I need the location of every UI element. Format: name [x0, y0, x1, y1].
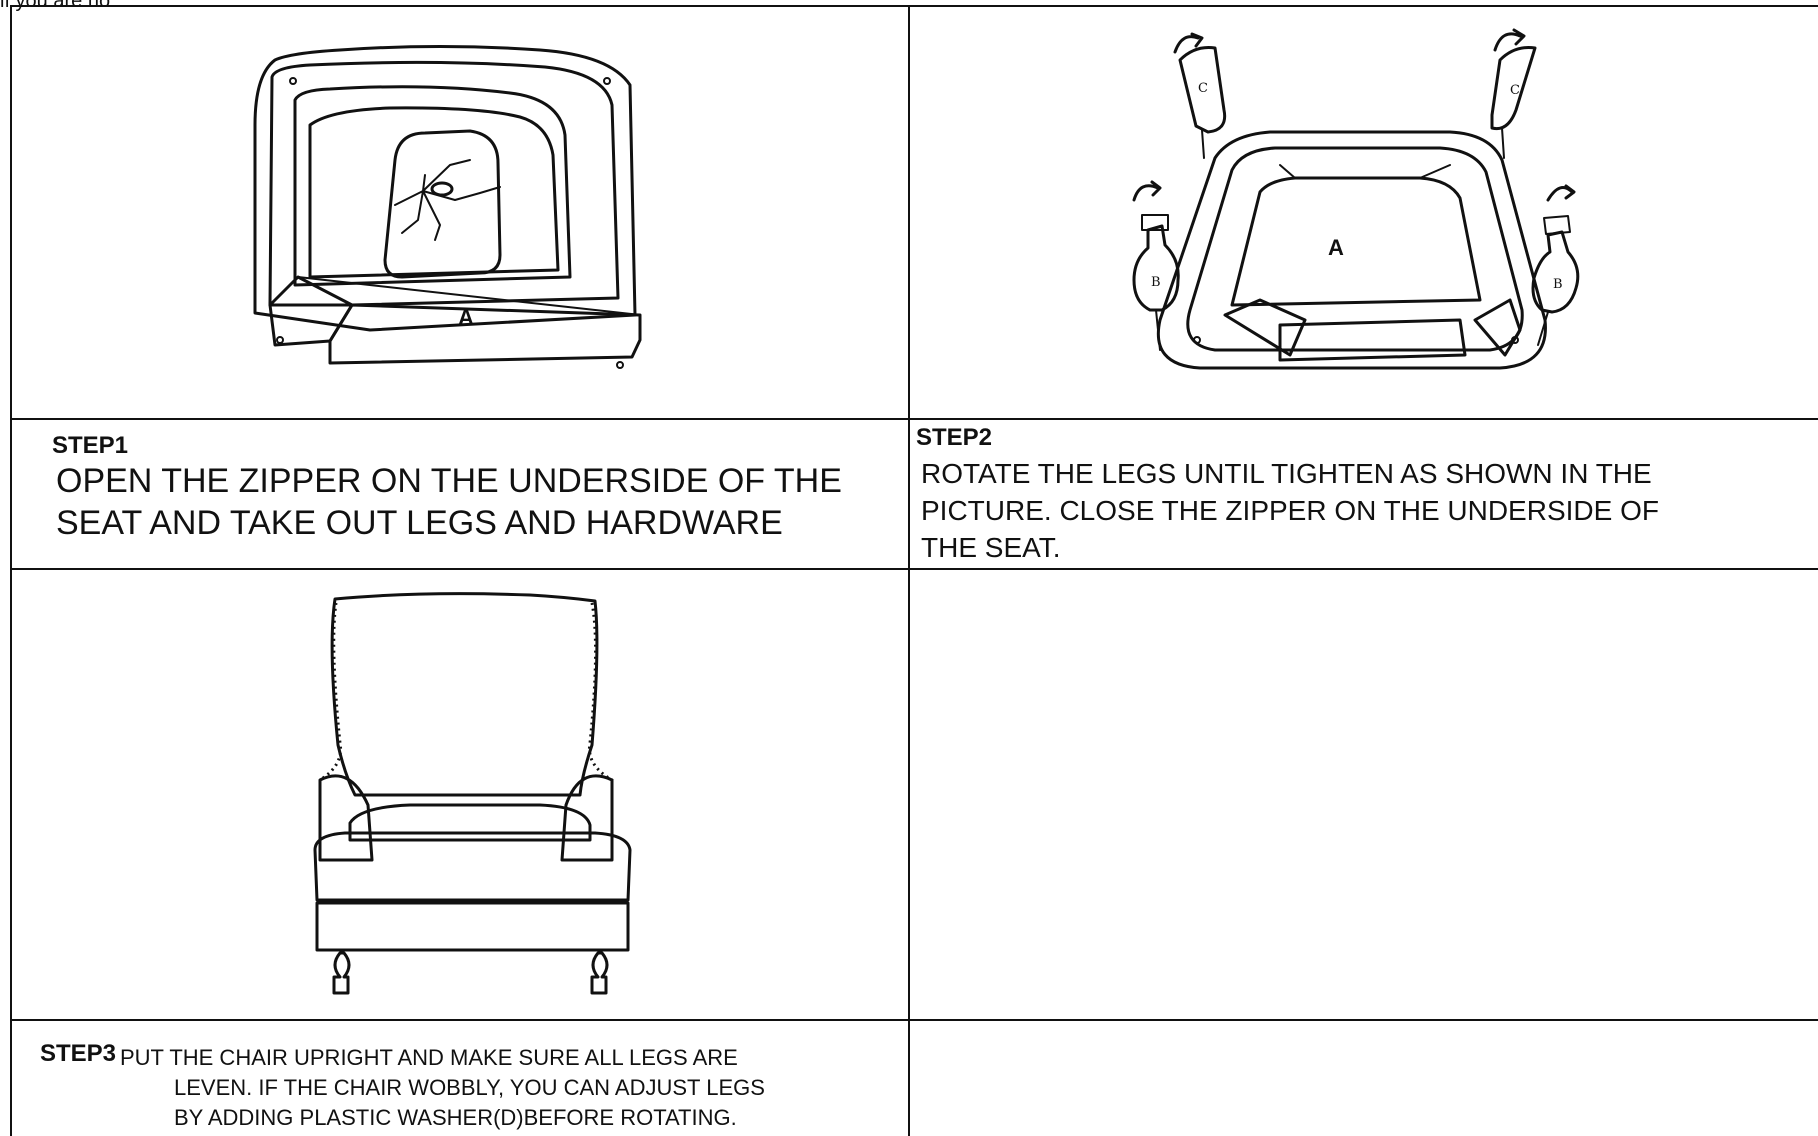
step1-text: OPEN THE ZIPPER ON THE UNDERSIDE OF THE …: [56, 460, 842, 544]
step3-text-line: PUT THE CHAIR UPRIGHT AND MAKE SURE ALL …: [120, 1043, 910, 1073]
step3-upright-chair-figure: [300, 585, 650, 1005]
step2-figure-label: A: [1328, 235, 1344, 260]
step2-back-leg-right-label: C: [1510, 83, 1520, 98]
step2-front-leg-right-label: B: [1553, 277, 1563, 292]
grid-line-top: [10, 5, 1818, 7]
grid-line-row3: [10, 1019, 1818, 1021]
step1-seat-underside-figure: A: [180, 15, 700, 410]
step3-text: PUT THE CHAIR UPRIGHT AND MAKE SURE ALL …: [120, 1043, 910, 1133]
grid-line-row2: [10, 568, 1818, 570]
step1-title: STEP1: [52, 432, 128, 460]
step1-figure-label: A: [458, 305, 474, 330]
step3-title: STEP3: [40, 1040, 116, 1068]
step2-legs-figure: C C B B A: [1120, 20, 1590, 410]
grid-line-middle: [908, 5, 910, 1136]
step2-title: STEP2: [916, 424, 992, 452]
step3-text-line: BY ADDING PLASTIC WASHER(D)BEFORE ROTATI…: [120, 1103, 910, 1133]
grid-line-row1: [10, 418, 1818, 420]
step2-text: ROTATE THE LEGS UNTIL TIGHTEN AS SHOWN I…: [921, 455, 1659, 566]
step2-front-leg-left-label: B: [1151, 275, 1161, 290]
step2-back-leg-left-label: C: [1198, 81, 1208, 96]
grid-line-left: [10, 5, 12, 1136]
step3-text-line: LEVEN. IF THE CHAIR WOBBLY, YOU CAN ADJU…: [120, 1073, 910, 1103]
